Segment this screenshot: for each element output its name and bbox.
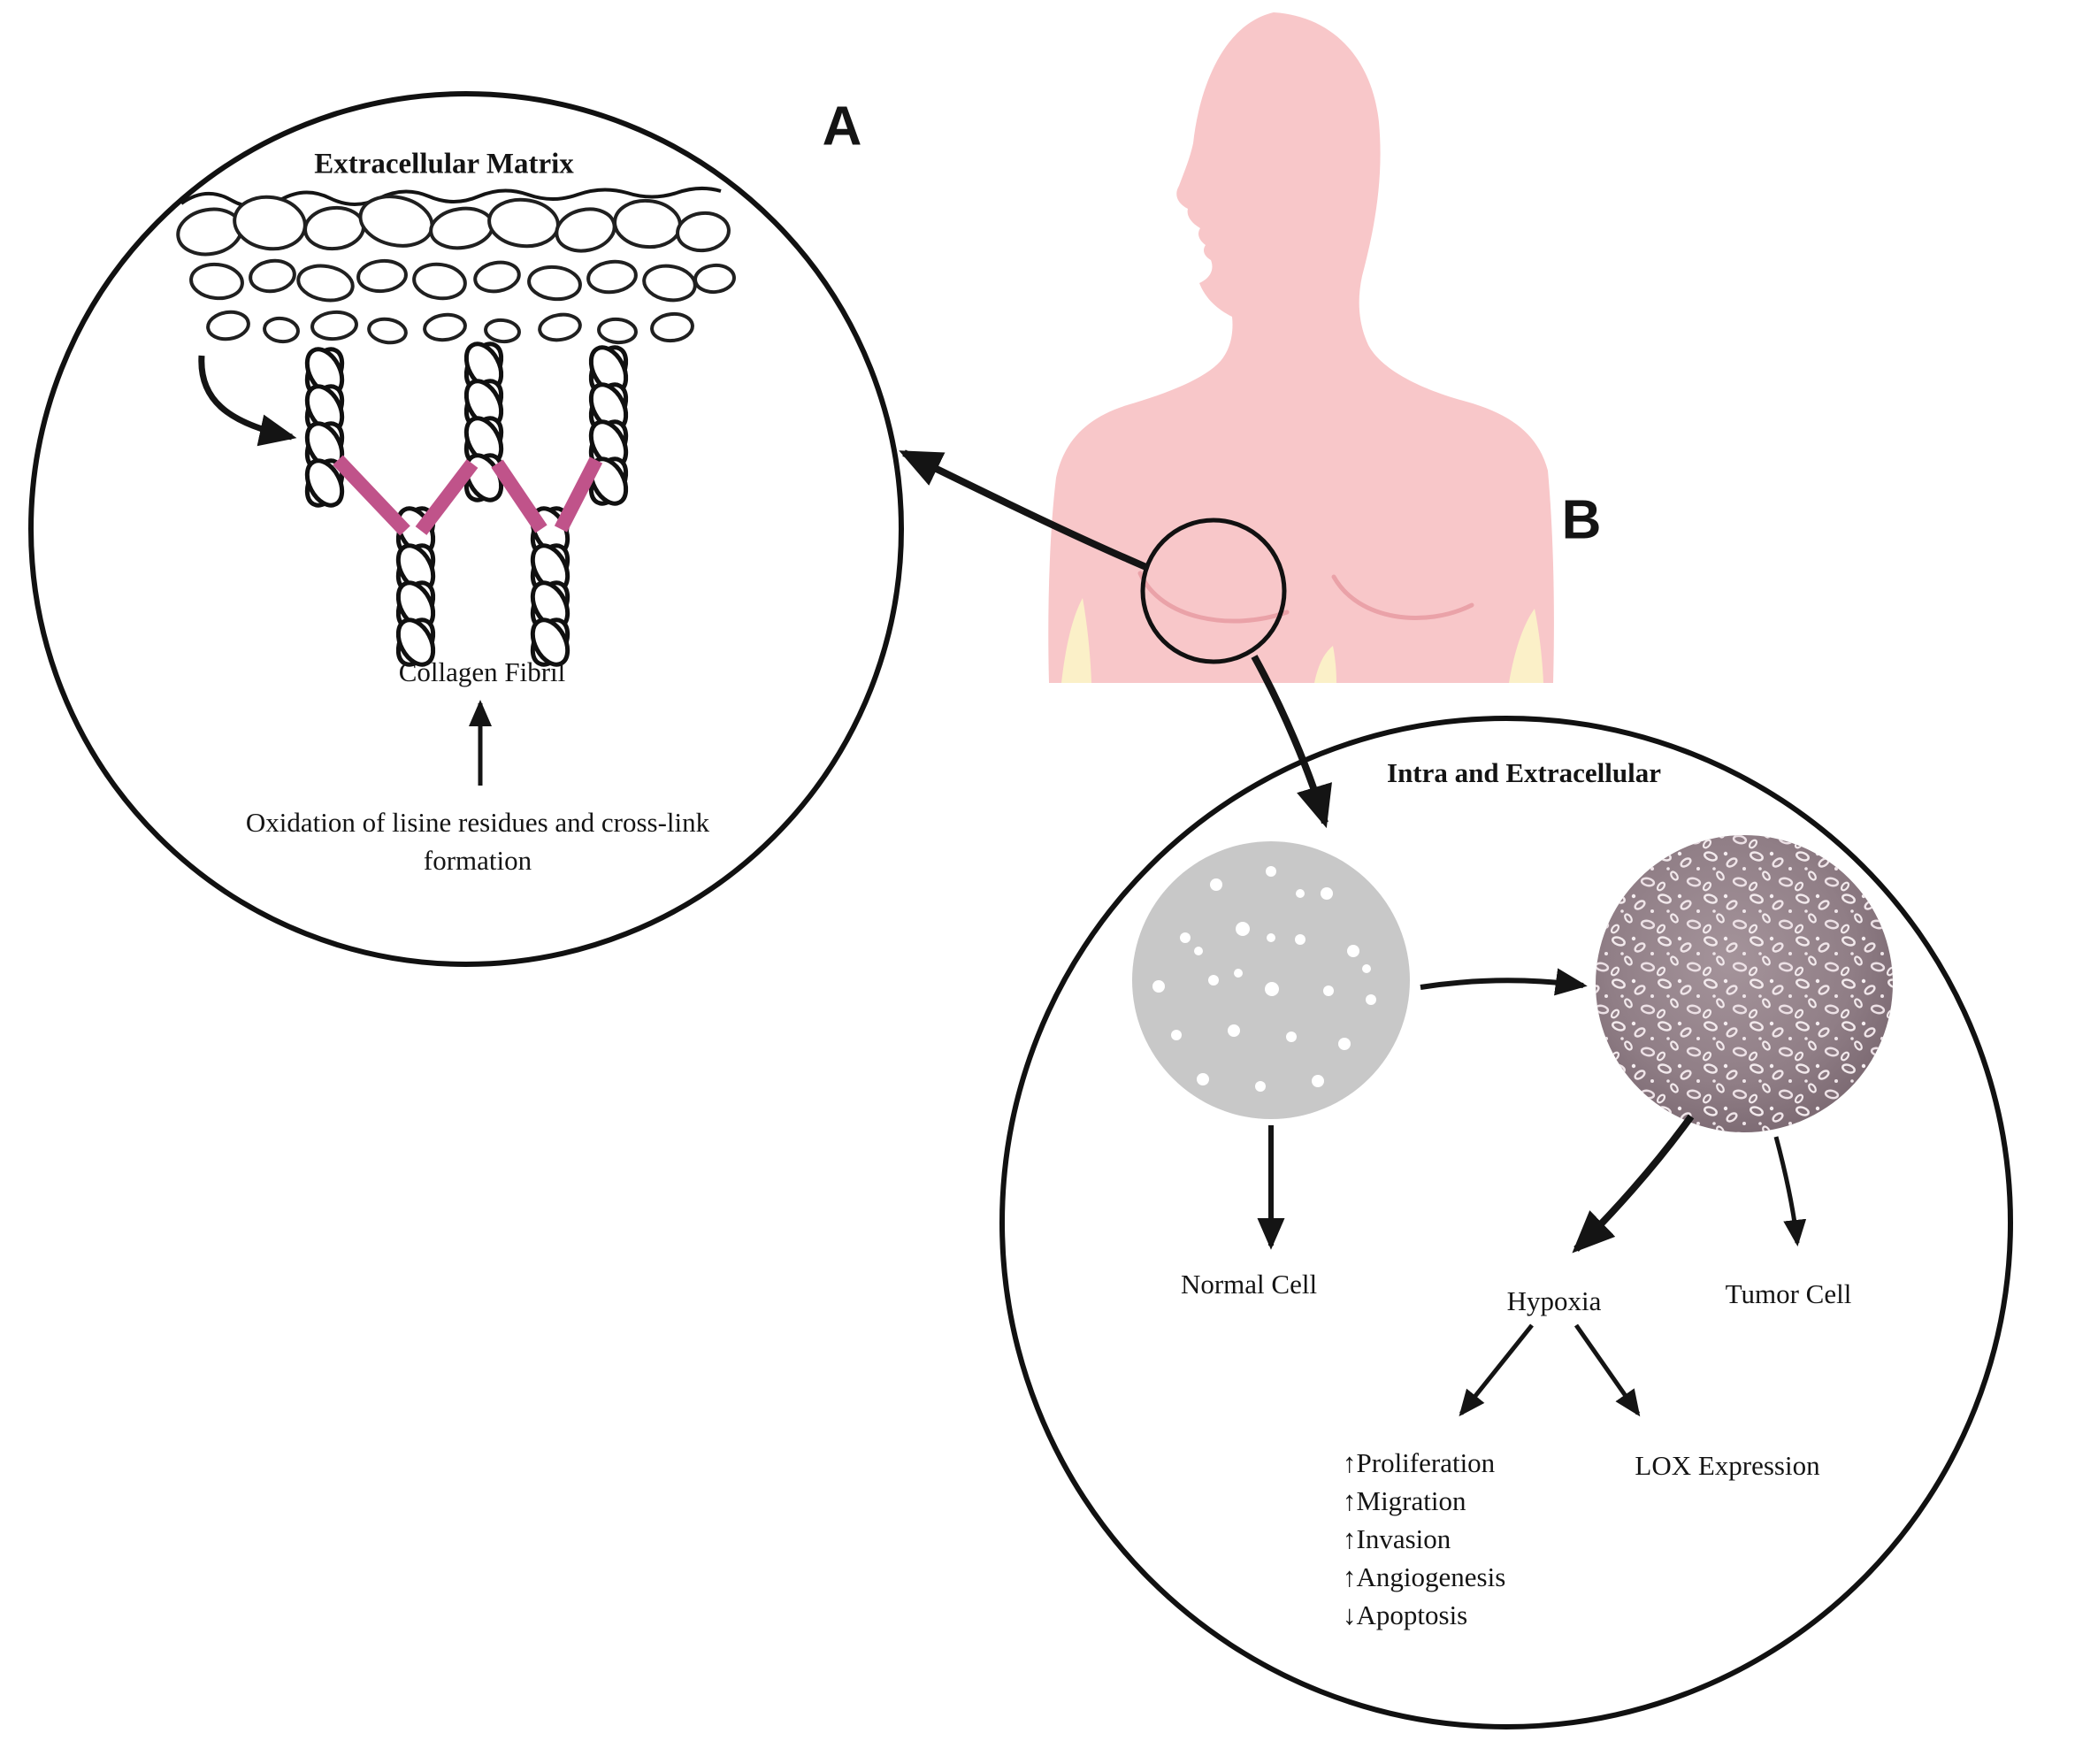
lox-expression-label: LOX Expression xyxy=(1635,1450,1820,1481)
ecm-mesh-illustration xyxy=(176,187,736,345)
hypoxia-effects-list: ↑Proliferation ↑Migration ↑Invasion ↑Ang… xyxy=(1343,1444,1505,1634)
human-torso-illustration xyxy=(1048,12,1554,683)
effect-item: ↑Invasion xyxy=(1343,1523,1451,1554)
normal-culture-image xyxy=(1132,841,1410,1119)
hypoxia-label: Hypoxia xyxy=(1506,1285,1602,1316)
effect-item: ↑Angiogenesis xyxy=(1343,1561,1506,1592)
panel-a-outline xyxy=(28,91,904,967)
panel-a-label: A xyxy=(822,96,862,157)
tumor-to-hypoxia-arrow xyxy=(1572,1114,1695,1254)
breast-inset-circle xyxy=(1140,518,1287,664)
panel-b-outline xyxy=(999,716,2013,1729)
collagen-helix-icon xyxy=(300,343,348,511)
effect-item: ↑Migration xyxy=(1343,1485,1466,1516)
hypoxia-to-effects-arrow xyxy=(1459,1323,1534,1417)
ecm-to-collagen-arrow xyxy=(198,355,297,447)
arrow-to-panel-a xyxy=(899,449,1150,571)
panel-b-title: Intra and Extracellular xyxy=(1387,757,1661,788)
culture-dots xyxy=(1152,866,1376,1092)
crosslink-lines xyxy=(333,455,603,536)
oxidation-caption-line-2: formation xyxy=(423,845,532,876)
panel-b-label: B xyxy=(1561,489,1602,551)
hypoxia-to-lox-arrow xyxy=(1573,1323,1641,1417)
collagen-fibril-label: Collagen Fibril xyxy=(398,656,566,687)
oxidation-caption-line-1: Oxidation of lisine residues and cross-l… xyxy=(245,807,710,838)
torso-underarm-highlight xyxy=(1061,598,1543,683)
tumor-culture-image xyxy=(1596,835,1893,1132)
normal-cell-label: Normal Cell xyxy=(1180,1269,1318,1300)
arrow-to-panel-b xyxy=(1251,655,1332,829)
tumor-cell-label: Tumor Cell xyxy=(1725,1278,1852,1309)
breast-crease-lines xyxy=(1137,571,1474,624)
effect-item: ↓Apoptosis xyxy=(1343,1599,1468,1630)
panel-a-title: Extracellular Matrix xyxy=(314,148,574,180)
tumor-to-tumorcell-arrow xyxy=(1773,1136,1807,1246)
normal-to-tumor-arrow xyxy=(1420,968,1588,996)
effect-item: ↑Proliferation xyxy=(1343,1447,1496,1478)
